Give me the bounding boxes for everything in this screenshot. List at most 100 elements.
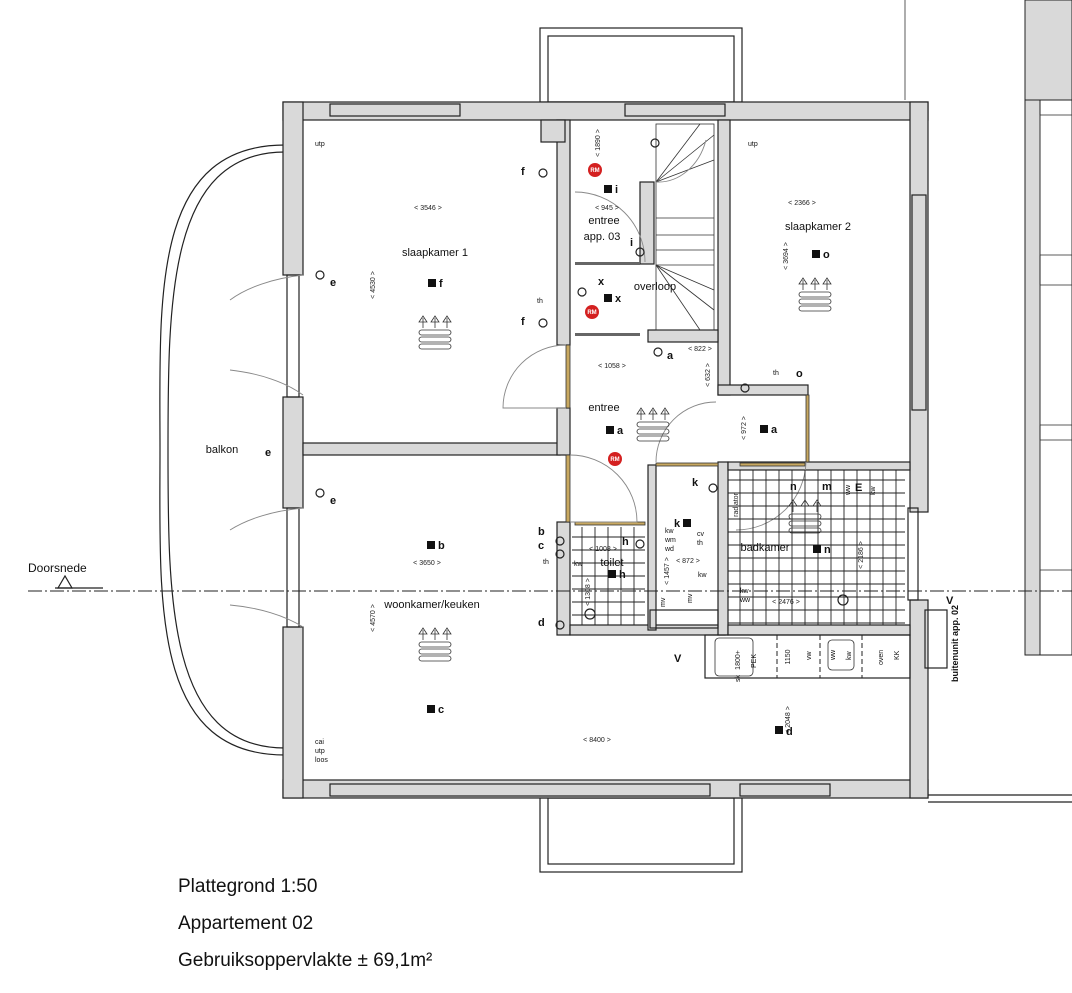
svg-text:kw: kw [665,528,675,535]
svg-text:< 2366 >: < 2366 > [788,200,816,207]
svg-text:< 1890 >: < 1890 > [595,129,602,157]
svg-text:sk: sk [735,675,742,683]
svg-text:x: x [598,276,605,288]
svg-text:e: e [330,277,336,289]
svg-text:wd: wd [664,546,674,553]
svg-text:k: k [674,518,681,530]
electrical-labels: utp utp cai utp loos th th th kw kw wm w… [315,141,954,764]
section-marker-icon [56,574,74,589]
svg-text:< 3694 >: < 3694 > [783,242,790,270]
svg-text:ww: ww [845,484,852,496]
svg-text:h: h [619,569,626,581]
svg-text:ww: ww [739,597,751,604]
svg-text:a: a [771,424,778,436]
kitchen-counter [704,609,948,679]
svg-text:< 872 >: < 872 > [676,558,700,565]
svg-text:< 2048 >: < 2048 > [785,706,792,734]
section-label: Doorsnede [28,561,87,575]
room-label-balkon: balkon [206,444,238,456]
svg-text:RM: RM [590,168,599,174]
dimensions: < 3546 > < 4530 > < 2366 > < 3694 > < 18… [370,129,865,744]
svg-text:c: c [538,540,544,552]
svg-text:utp: utp [748,141,758,148]
smoke-detector-1: RM [588,163,602,177]
svg-text:th: th [773,370,779,377]
svg-text:n: n [824,544,831,556]
svg-text:f: f [521,166,525,178]
svg-text:< 972 >: < 972 > [741,416,748,440]
smoke-detector-3: RM [608,452,622,466]
svg-text:< 822 >: < 822 > [688,346,712,353]
svg-text:mv: mv [687,593,694,603]
svg-text:1800+: 1800+ [735,650,742,670]
svg-text:c: c [438,704,444,716]
svg-text:th: th [537,298,543,305]
svg-text:mv: mv [660,597,667,607]
floor-heating-icon [418,315,452,350]
svg-text:th: th [543,559,549,566]
svg-text:i: i [630,237,633,249]
room-label-entree-app03: entree [588,215,619,227]
staircase [655,123,715,331]
door-swings [229,191,807,628]
svg-text:cv: cv [697,531,705,538]
room-label-toilet: toilet [600,557,623,569]
top-bay [539,27,743,103]
svg-text:oven: oven [878,650,885,665]
outer-walls [282,101,929,799]
room-label-badkamer: badkamer [741,542,790,554]
svg-text:e: e [330,495,336,507]
floor-heating-icon [636,407,670,442]
svg-text:loos: loos [315,757,328,764]
room-label-slaapkamer-1: slaapkamer 1 [402,247,468,259]
svg-text:o: o [796,368,803,380]
floor-heating-icon [798,277,832,312]
room-codes: f x i o a a a b c d h n k k m n e e e f … [265,166,862,738]
svg-text:a: a [667,350,674,362]
bottom-bay [539,797,743,873]
label-buitenunit: buitenunit app. 02 [950,605,960,682]
svg-text:< 1058 >: < 1058 > [598,363,626,370]
svg-text:PEK: PEK [751,654,758,668]
svg-text:utp: utp [315,141,325,148]
svg-text:E: E [855,482,862,494]
switches [315,138,849,630]
svg-text:d: d [786,726,793,738]
room-label-woonkamer: woonkamer/keuken [383,599,479,611]
svg-text:KK: KK [894,650,901,660]
svg-text:1150: 1150 [785,649,792,664]
svg-text:ww: ww [830,649,837,661]
svg-text:utp: utp [315,748,325,755]
svg-text:e: e [265,447,271,459]
svg-text:o: o [823,249,830,261]
svg-text:f: f [521,316,525,328]
room-label-entree: entree [588,402,619,414]
room-label-entree-app03-2: app. 03 [584,231,621,243]
svg-text:k: k [692,477,699,489]
svg-text:m: m [822,481,832,493]
svg-text:kw: kw [574,561,584,568]
svg-text:V: V [674,653,682,665]
svg-text:< 2476 >: < 2476 > [772,599,800,606]
svg-text:< 632 >: < 632 > [705,363,712,387]
svg-text:cai: cai [315,739,324,746]
svg-text:< 4530 >: < 4530 > [370,271,377,299]
svg-text:< 2186 >: < 2186 > [858,541,865,569]
svg-text:RM: RM [587,310,596,316]
svg-text:th: th [697,540,703,547]
svg-text:d: d [538,617,545,629]
svg-text:< 4570 >: < 4570 > [370,604,377,632]
neighbour-building [904,0,1072,803]
svg-text:< 945 >: < 945 > [595,205,619,212]
svg-text:kw: kw [698,572,708,579]
svg-text:kw: kw [846,651,853,661]
apartment-name: Appartement 02 [178,913,314,934]
svg-text:< 3546 >: < 3546 > [414,205,442,212]
floor-heating-icon [788,499,822,534]
svg-text:b: b [538,526,545,538]
usable-area: Gebruiksoppervlakte ± 69,1m² [178,950,433,971]
svg-text:i: i [615,184,618,196]
svg-text:< 1008 >: < 1008 > [589,546,617,553]
svg-text:< 1308 >: < 1308 > [585,578,592,606]
